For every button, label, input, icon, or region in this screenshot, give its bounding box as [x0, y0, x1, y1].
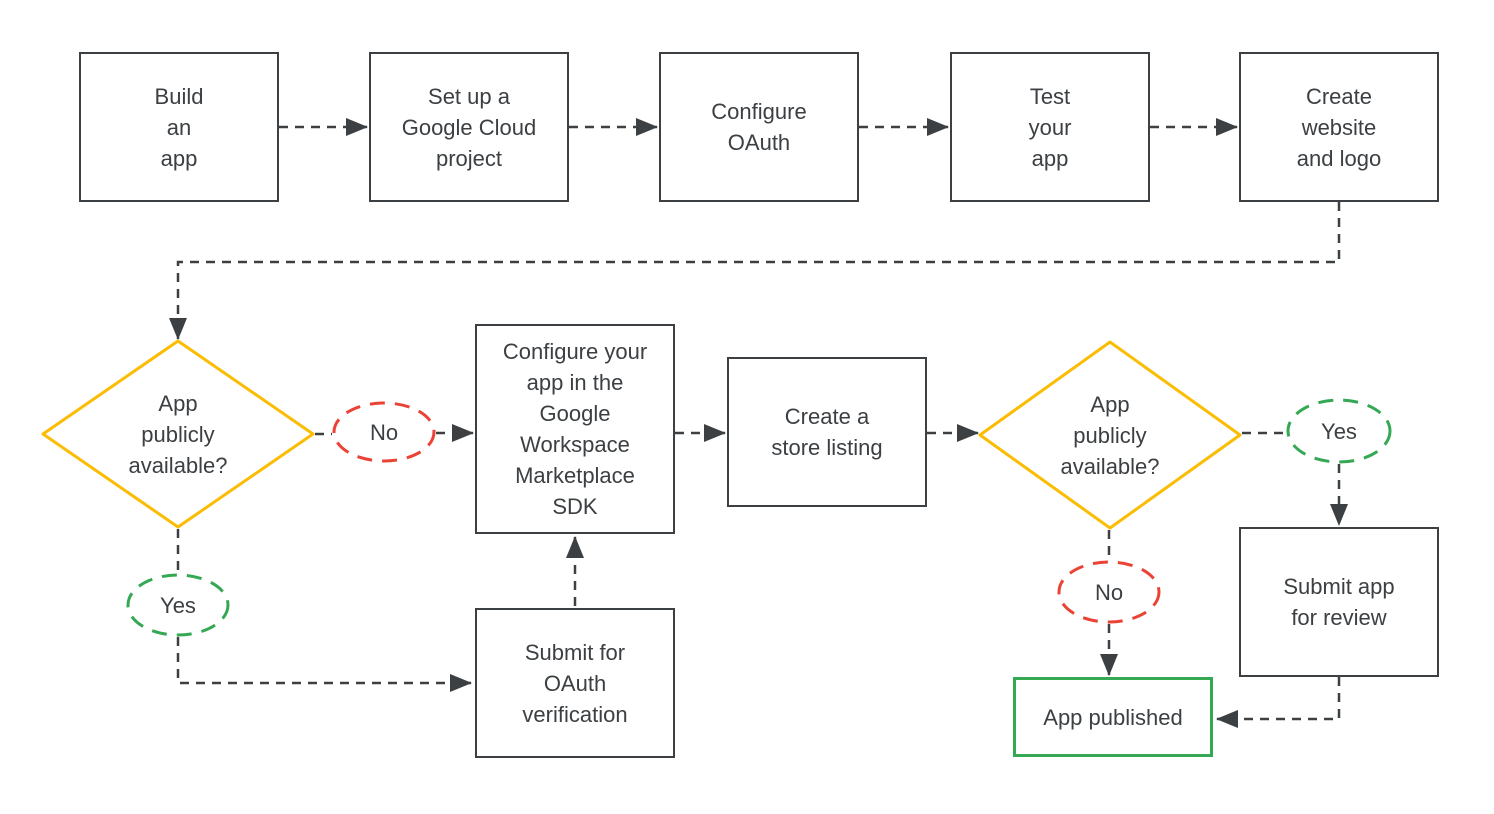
node-app-published: App published [1013, 677, 1213, 757]
connector-yes1-to-submit-oauth [176, 637, 472, 692]
node-submit-app-review-label: Submit app for review [1283, 574, 1395, 630]
node-configure-sdk: Configure your app in the Google Workspa… [475, 324, 675, 534]
node-submit-app-review: Submit app for review [1239, 527, 1439, 677]
node-create-store-listing-label: Create a store listing [771, 404, 883, 460]
node-submit-oauth-verification: Submit for OAuth verification [475, 608, 675, 758]
no1-oval [332, 401, 436, 463]
decision1-diamond [41, 339, 315, 529]
node-configure-sdk-label: Configure your app in the Google Workspa… [502, 339, 648, 519]
decision2-diamond [978, 340, 1242, 530]
connector-submit-review-to-published [1216, 677, 1341, 728]
yes1-oval [126, 573, 230, 637]
node-create-store-listing: Create a store listing [727, 357, 927, 507]
node-app-published-label: App published [1043, 704, 1183, 730]
node-build-app: Build an app [79, 52, 279, 202]
node-setup-project: Set up a Google Cloud project [369, 52, 569, 202]
connector-website-to-decision1 [169, 202, 1341, 340]
node-test-app-label: Test your app [1028, 83, 1072, 171]
node-test-app: Test your app [950, 52, 1150, 202]
node-build-app-label: Build an app [154, 83, 204, 171]
node-setup-project-label: Set up a Google Cloud project [401, 83, 537, 171]
yes2-oval [1286, 398, 1392, 464]
node-configure-oauth-label: Configure OAuth [711, 99, 807, 155]
no2-oval [1057, 560, 1161, 624]
node-create-website-label: Create website and logo [1296, 83, 1382, 171]
node-submit-oauth-verification-label: Submit for OAuth verification [522, 639, 628, 727]
node-configure-oauth: Configure OAuth [659, 52, 859, 202]
node-create-website: Create website and logo [1239, 52, 1439, 202]
